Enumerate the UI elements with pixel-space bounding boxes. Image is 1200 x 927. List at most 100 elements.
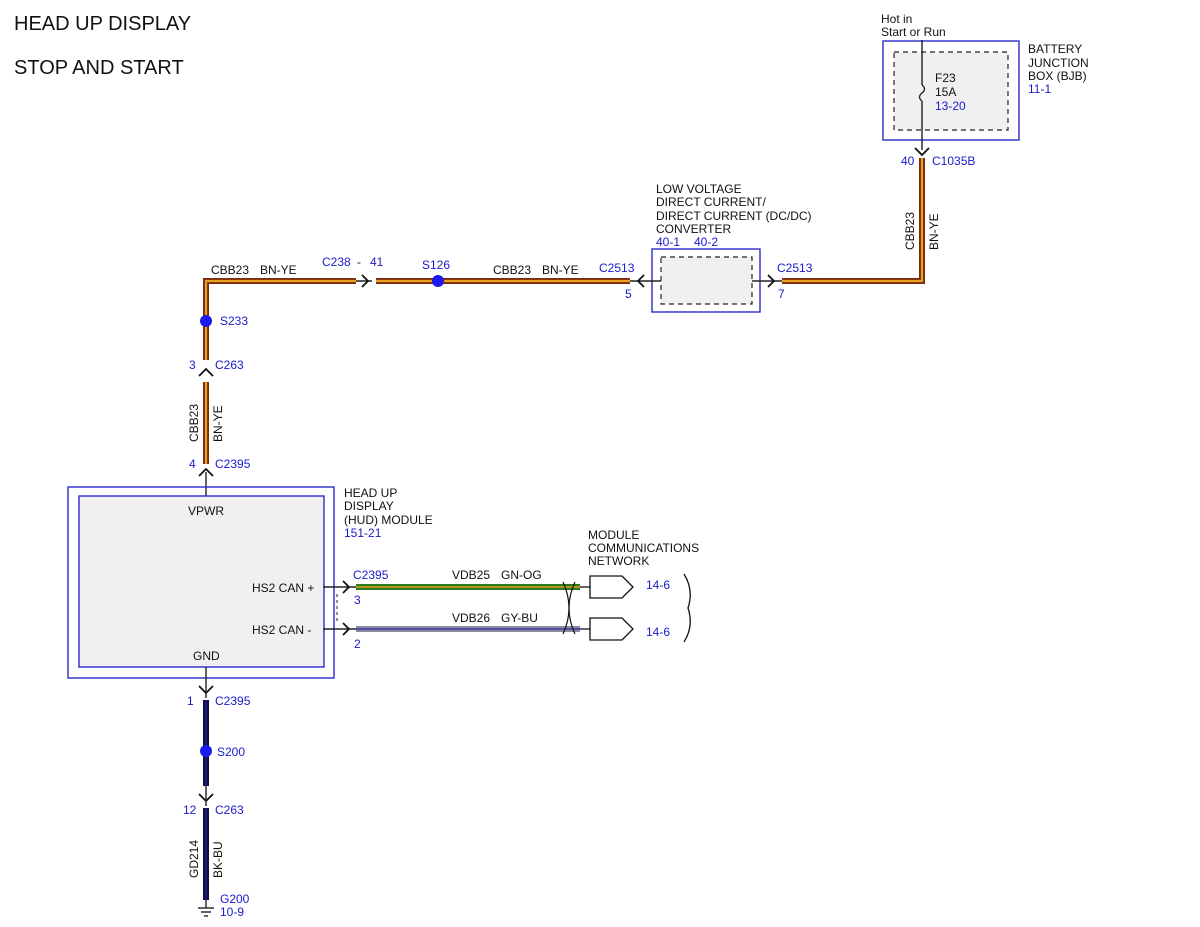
- hud-feed-wire-circuit: CBB23: [187, 404, 201, 442]
- can-plus-chevron-icon: [342, 580, 351, 594]
- can-plus-circuit: VDB25: [452, 568, 490, 582]
- c263-upper-label: C263: [215, 358, 244, 372]
- network-minus-terminal-icon: [589, 617, 634, 641]
- can-connector-label: C2395: [353, 568, 389, 582]
- can-minus-pin: 2: [354, 637, 361, 651]
- power-wire-cbb23: CBB23 BN-YE CBB23 BN-YE CBB23 BN-YE CBB2…: [187, 158, 941, 496]
- bjb-name-3: BOX (BJB): [1028, 69, 1087, 83]
- c238-pin: 41: [370, 255, 384, 269]
- c2513-left-chevron-icon: [636, 274, 645, 288]
- hud-name-3: (HUD) MODULE: [344, 513, 433, 527]
- module-communications-network: MODULE COMMUNICATIONS NETWORK 14-6 14-6: [588, 528, 699, 643]
- c2395-pin4-pin: 4: [189, 457, 196, 471]
- can-bus-wires: C2395 3 VDB25 GN-OG 2 VDB26 GY-BU: [323, 568, 590, 651]
- g200-label: G200: [220, 892, 250, 906]
- fuse-rating: 15A: [935, 85, 956, 99]
- network-name-3: NETWORK: [588, 554, 649, 568]
- hud-pin-gnd: GND: [193, 649, 220, 663]
- c2395-pin1-chevron-icon: [198, 685, 214, 695]
- hud-outer-box: [67, 486, 335, 679]
- c2513-left-label: C2513: [599, 261, 635, 275]
- ground-wire-gd214: 1 C2395 S200 12 C263 GD214 BK-BU G200 10…: [183, 667, 251, 919]
- network-name-1: MODULE: [588, 528, 639, 542]
- mid-wire-color: BN-YE: [542, 263, 579, 277]
- can-minus-chevron-icon: [342, 622, 351, 636]
- s233-label: S233: [220, 314, 248, 328]
- c2513-right-label: C2513: [777, 261, 813, 275]
- hud-name-1: HEAD UP: [344, 486, 397, 500]
- bjb-ref: 11-1: [1028, 82, 1051, 96]
- hud-pin-vpwr: VPWR: [188, 504, 224, 518]
- s126-label: S126: [422, 258, 450, 272]
- can-minus-circuit: VDB26: [452, 611, 490, 625]
- fuse-ref: 13-20: [935, 99, 966, 113]
- c2395-pin1-label: C2395: [215, 694, 251, 708]
- mid-wire-circuit: CBB23: [493, 263, 531, 277]
- wire-segment-stripe: [782, 158, 924, 283]
- c263-upper-pin: 3: [189, 358, 196, 372]
- bjb-inner-box: [893, 51, 1009, 131]
- bjb-wire-color: BN-YE: [927, 213, 941, 250]
- c2513-right-pin: 7: [778, 287, 785, 301]
- c1035b-label: C1035B: [932, 154, 975, 168]
- can-plus-pin: 3: [354, 593, 361, 607]
- bjb-name-2: JUNCTION: [1028, 56, 1089, 70]
- c2395-pin4-label: C2395: [215, 457, 251, 471]
- c2395-pin1-pin: 1: [187, 694, 194, 708]
- s126-splice-dot: [432, 275, 444, 287]
- c2513-right-chevron-icon: [767, 274, 776, 288]
- hud-pin-can-minus: HS2 CAN -: [252, 623, 311, 637]
- bjb-name-1: BATTERY: [1028, 42, 1082, 56]
- network-minus-ref: 14-6: [646, 625, 670, 639]
- c263-lower-label: C263: [215, 803, 244, 817]
- ground-icon: [198, 900, 214, 917]
- hud-pin-can-plus: HS2 CAN +: [252, 581, 314, 595]
- c263-upper-chevron-icon: [198, 367, 214, 377]
- top-left-wire-color: BN-YE: [260, 263, 297, 277]
- network-name-2: COMMUNICATIONS: [588, 541, 699, 555]
- dcdc-ref-2: 40-2: [694, 235, 718, 249]
- bjb-hot-label-2: Start or Run: [881, 25, 946, 39]
- s233-splice-dot: [200, 315, 212, 327]
- dcdc-name-4: CONVERTER: [656, 222, 731, 236]
- hud-inner-box: [78, 495, 325, 668]
- dcdc-converter: LOW VOLTAGE DIRECT CURRENT/ DIRECT CURRE…: [599, 182, 813, 313]
- c1035b-connector-icon: [914, 147, 930, 157]
- c2513-left-pin: 5: [625, 287, 632, 301]
- bjb-outer-box: [882, 40, 1020, 141]
- g200-ref: 10-9: [220, 905, 244, 919]
- can-minus-color: GY-BU: [501, 611, 538, 625]
- hud-feed-wire-color: BN-YE: [211, 405, 225, 442]
- twisted-pair-icon-2: [568, 581, 576, 635]
- can-plus-color: GN-OG: [501, 568, 542, 582]
- hud-name-2: DISPLAY: [344, 499, 394, 513]
- gnd-wire-circuit: GD214: [187, 840, 201, 878]
- c238-label: C238: [322, 255, 351, 269]
- bjb-hot-label-1: Hot in: [881, 12, 912, 26]
- dcdc-name-2: DIRECT CURRENT/: [656, 195, 766, 209]
- c2395-pin4-connector: 4 C2395: [189, 457, 251, 477]
- dcdc-name-1: LOW VOLTAGE: [656, 182, 742, 196]
- fuse-name: F23: [935, 71, 956, 85]
- gnd-wire-color: BK-BU: [211, 841, 225, 878]
- c238-inline-connector: C238 - 41: [322, 255, 384, 288]
- c263-upper-connector: 3 C263: [189, 358, 244, 377]
- fuse-icon: [918, 84, 926, 102]
- network-brace-icon: [683, 573, 691, 643]
- s233-splice: S233: [200, 314, 248, 328]
- c2395-pin4-chevron-icon: [198, 467, 214, 477]
- s126-splice: S126: [422, 258, 450, 287]
- wire-segment-stripe: [204, 279, 356, 360]
- s200-splice-dot: [200, 745, 212, 757]
- dcdc-name-3: DIRECT CURRENT (DC/DC): [656, 209, 812, 223]
- battery-junction-box: Hot in Start or Run F23 15A 13-20 BATTER…: [881, 12, 1089, 168]
- s200-label: S200: [217, 745, 245, 759]
- dcdc-inner-box: [660, 256, 753, 305]
- hud-module: VPWR HS2 CAN + HS2 CAN - GND HEAD UP DIS…: [67, 486, 433, 679]
- network-plus-terminal-icon: [589, 575, 634, 599]
- c1035b-pin: 40: [901, 154, 915, 168]
- c238-dash: -: [357, 255, 361, 269]
- dcdc-ref-1: 40-1: [656, 235, 680, 249]
- c263-lower-pin: 12: [183, 803, 197, 817]
